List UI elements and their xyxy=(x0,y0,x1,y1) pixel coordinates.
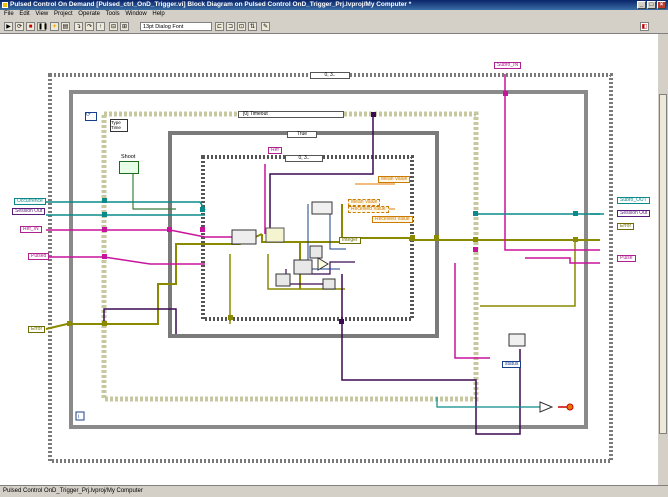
menu-project[interactable]: Project xyxy=(53,11,73,17)
event-case-selector[interactable]: [0] Timeout xyxy=(238,111,344,118)
occurrence-control[interactable]: Occurrence xyxy=(14,198,46,205)
window-title: Pulsed Control On Demand [Pulsed_ctrl_On… xyxy=(10,1,412,8)
session-out-indicator[interactable]: Session Out xyxy=(617,210,651,217)
event-time-label: Time xyxy=(111,125,121,130)
status-bar: Pulsed Control OnD_Trigger_Prj.lvproj/My… xyxy=(0,485,668,497)
shoot-button[interactable] xyxy=(119,161,139,174)
event-type-label: Type xyxy=(111,120,121,125)
title-bar: Pulsed Control On Demand [Pulsed_ctrl_On… xyxy=(0,0,668,10)
distribute-icon[interactable]: ⊞ xyxy=(120,22,129,31)
mean-value-sub-indicator[interactable]: Mean Value xyxy=(348,199,381,206)
error-control[interactable]: Error xyxy=(28,326,46,333)
resize-objects-icon[interactable]: ⊡ xyxy=(237,22,246,31)
shoot-label: Shoot xyxy=(121,154,136,160)
received-value-indicator[interactable]: Received Value xyxy=(372,216,413,223)
step-out-icon[interactable]: ↑ xyxy=(96,22,105,31)
font-selector[interactable]: 13pt Dialog Font xyxy=(140,22,212,31)
subro-out-indicator[interactable]: Subro_OUT xyxy=(617,197,650,204)
highlight-execution-icon[interactable]: ✦ xyxy=(50,22,59,31)
align-objects-icon[interactable]: ⊏ xyxy=(215,22,224,31)
menu-bar: File Edit View Project Operate Tools Win… xyxy=(0,10,668,19)
maximize-button[interactable]: □ xyxy=(647,1,656,9)
run-continuously-icon[interactable]: ⟳ xyxy=(15,22,24,31)
subro-in-control[interactable]: Subro_IN xyxy=(494,62,522,69)
true-case-selector[interactable]: True xyxy=(287,131,317,138)
received-value-sub-indicator[interactable]: Received Value xyxy=(348,206,389,213)
menu-file[interactable]: File xyxy=(4,11,14,17)
minimize-button[interactable]: _ xyxy=(637,1,646,9)
close-button[interactable]: × xyxy=(657,1,666,9)
run-icon[interactable]: ▶ xyxy=(4,22,13,31)
scrollbar-thumb[interactable] xyxy=(659,94,667,434)
cleanup-diagram-icon[interactable]: ✎ xyxy=(261,22,270,31)
menu-operate[interactable]: Operate xyxy=(78,11,100,17)
error-indicator[interactable]: Error xyxy=(617,223,635,230)
menu-tools[interactable]: Tools xyxy=(105,11,120,17)
ref-control[interactable]: Ref xyxy=(268,147,282,154)
menu-edit[interactable]: Edit xyxy=(19,11,30,17)
step-over-icon[interactable]: ↷ xyxy=(85,22,94,31)
loop-icon: ⟳ xyxy=(85,112,97,121)
session-out-control[interactable]: Session Out xyxy=(12,208,46,215)
menu-help[interactable]: Help xyxy=(152,11,165,17)
step-into-icon[interactable]: ↴ xyxy=(74,22,83,31)
pulsed-control[interactable]: Pulsed xyxy=(28,253,50,260)
reorder-icon[interactable]: ⇅ xyxy=(248,22,257,31)
block-diagram[interactable]: 0, 3.. [0] Timeout True 0, 3.. Type Time… xyxy=(0,34,658,485)
vertical-scrollbar[interactable] xyxy=(658,34,668,485)
ref-in-control[interactable]: Ref_IN xyxy=(20,226,42,233)
abort-icon[interactable]: ■ xyxy=(26,22,35,31)
inner-case-selector[interactable]: 0, 3.. xyxy=(285,155,323,162)
align-icon[interactable]: ⊟ xyxy=(109,22,118,31)
labview-app-icon xyxy=(2,2,8,8)
diagram-wires xyxy=(45,73,613,463)
retain-wire-values-icon[interactable]: ▤ xyxy=(61,22,70,31)
vi-icon: ◧ xyxy=(640,22,649,31)
integer-control[interactable]: Integer xyxy=(339,237,361,244)
outer-case-selector[interactable]: 0, 3.. xyxy=(310,72,350,79)
pulse-indicator[interactable]: Pulse xyxy=(617,255,636,262)
status-bar-text: Pulsed Control OnD_Trigger_Prj.lvproj/My… xyxy=(3,488,143,494)
menu-window[interactable]: Window xyxy=(125,11,147,17)
distribute-objects-icon[interactable]: ⊐ xyxy=(226,22,235,31)
event-data-node: Type Time xyxy=(110,119,128,132)
status-indicator[interactable]: status xyxy=(502,361,522,368)
toolbar: ▶ ⟳ ■ ❚❚ ✦ ▤ ↴ ↷ ↑ ⊟ ⊞ 13pt Dialog Font … xyxy=(0,19,668,34)
loop-index: i xyxy=(78,414,80,420)
mean-value-indicator[interactable]: Mean Value xyxy=(378,176,411,183)
pause-icon[interactable]: ❚❚ xyxy=(37,22,49,31)
menu-view[interactable]: View xyxy=(35,11,49,17)
